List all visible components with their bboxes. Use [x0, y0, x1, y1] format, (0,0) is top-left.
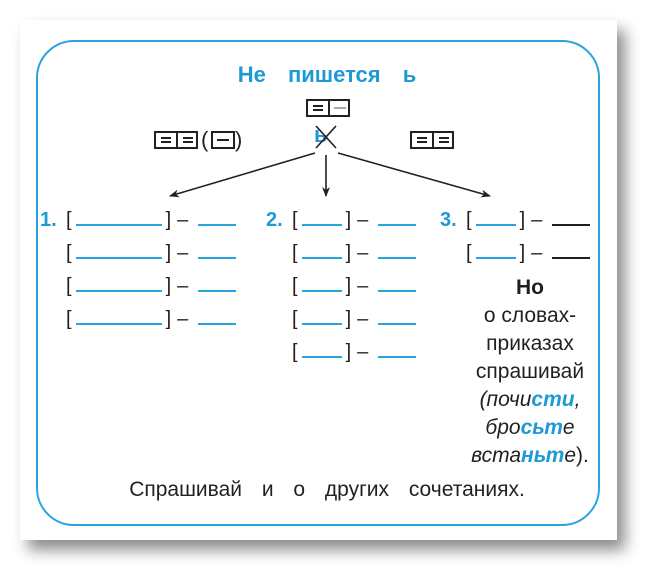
answer-blank[interactable] — [552, 239, 591, 259]
equals-icon — [308, 101, 328, 115]
bracket-blank[interactable] — [301, 305, 342, 325]
answer-blank[interactable] — [198, 272, 237, 292]
dash-icon — [213, 133, 233, 147]
scheme-left-optional — [211, 131, 235, 149]
bracket-blank[interactable] — [301, 272, 342, 292]
bracket-close: ] — [345, 209, 352, 231]
dash-separator: – — [531, 209, 543, 231]
answer-blank[interactable] — [552, 206, 591, 226]
equals-icon — [176, 133, 196, 147]
note-line: приказах — [486, 332, 574, 355]
bracket-open: [ — [66, 209, 72, 231]
rule-title: Не пишется ь — [237, 62, 417, 87]
arrow-left — [169, 152, 316, 198]
dash-separator: – — [177, 209, 189, 231]
bracket-open: [ — [466, 242, 472, 264]
dash-separator: – — [357, 275, 369, 297]
scheme-top — [306, 99, 350, 117]
bracket-close: ] — [519, 209, 526, 231]
bracket-blank[interactable] — [301, 239, 342, 259]
dash-separator: – — [531, 242, 543, 264]
bracket-blank[interactable] — [75, 239, 162, 259]
equals-icon — [412, 133, 432, 147]
note-line: о словах- — [483, 304, 577, 327]
dash-separator: – — [357, 308, 369, 330]
bracket-blank[interactable] — [475, 206, 516, 226]
answer-row: 3. []– — [440, 206, 591, 232]
answer-blank[interactable] — [378, 272, 417, 292]
bracket-open: [ — [66, 308, 72, 330]
answer-blank[interactable] — [198, 206, 237, 226]
bracket-close: ] — [345, 341, 352, 363]
bracket-blank[interactable] — [75, 272, 162, 292]
dash-icon — [328, 101, 348, 115]
answer-blank[interactable] — [378, 206, 417, 226]
arrow-right — [337, 152, 491, 198]
answer-blank[interactable] — [198, 305, 237, 325]
group-number: 2. — [266, 209, 283, 231]
answer-blank[interactable] — [378, 338, 417, 358]
bracket-close: ] — [165, 242, 172, 264]
bracket-open: [ — [292, 242, 298, 264]
equals-icon — [156, 133, 176, 147]
equals-icon — [432, 133, 452, 147]
dash-separator: – — [177, 242, 189, 264]
paren-open: ( — [201, 127, 209, 152]
exception-note: Но о словах- приказах спрашивай (почисти… — [455, 274, 605, 470]
group-number: 1. — [40, 209, 57, 231]
answer-blank[interactable] — [198, 239, 237, 259]
bracket-close: ] — [345, 308, 352, 330]
dash-separator: – — [177, 275, 189, 297]
note-heading: Но — [516, 276, 544, 299]
bracket-blank[interactable] — [75, 206, 162, 226]
dash-separator: – — [357, 209, 369, 231]
bracket-blank[interactable] — [75, 305, 162, 325]
group-number: 3. — [440, 209, 457, 231]
dash-separator: – — [357, 341, 369, 363]
bracket-close: ] — [165, 209, 172, 231]
note-example: бросьте — [485, 416, 575, 439]
note-example: (почисти, — [479, 388, 581, 411]
bracket-blank[interactable] — [301, 338, 342, 358]
answer-row: []– — [440, 239, 591, 265]
bracket-open: [ — [66, 242, 72, 264]
paren-close: ) — [235, 127, 243, 152]
bracket-close: ] — [165, 308, 172, 330]
rule-frame — [36, 40, 600, 526]
bracket-open: [ — [292, 209, 298, 231]
bracket-open: [ — [466, 209, 472, 231]
bottom-remark: Спрашивай и о других сочетаниях. — [129, 478, 525, 501]
answer-row: []– — [266, 239, 417, 265]
answer-row: []– — [40, 305, 237, 331]
answer-blank[interactable] — [378, 239, 417, 259]
answer-row: []– — [266, 272, 417, 298]
answer-row: []– — [266, 305, 417, 331]
bracket-blank[interactable] — [301, 206, 342, 226]
dash-separator: – — [357, 242, 369, 264]
bracket-close: ] — [519, 242, 526, 264]
answer-blank[interactable] — [378, 305, 417, 325]
bracket-close: ] — [345, 242, 352, 264]
bracket-open: [ — [292, 341, 298, 363]
bracket-blank[interactable] — [475, 239, 516, 259]
note-example: встаньте). — [471, 444, 589, 467]
bracket-close: ] — [165, 275, 172, 297]
note-line: спрашивай — [475, 360, 585, 383]
bracket-close: ] — [345, 275, 352, 297]
answer-row: []– — [266, 338, 417, 364]
bracket-open: [ — [292, 308, 298, 330]
dash-separator: – — [177, 308, 189, 330]
answer-row: 2. []– — [266, 206, 417, 232]
answer-row: 1. []– — [40, 206, 237, 232]
answer-row: []– — [40, 239, 237, 265]
bracket-open: [ — [292, 275, 298, 297]
answer-row: []– — [40, 272, 237, 298]
cross-line — [315, 125, 337, 149]
bracket-open: [ — [66, 275, 72, 297]
scheme-left — [154, 131, 198, 149]
scheme-right — [410, 131, 454, 149]
